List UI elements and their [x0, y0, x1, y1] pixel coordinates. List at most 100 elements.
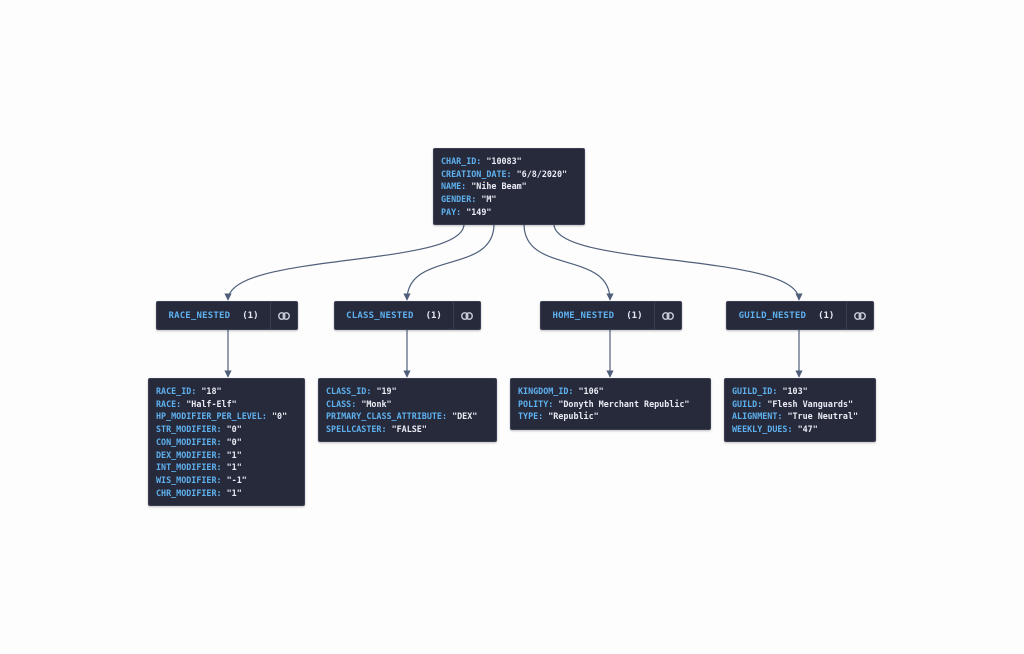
- race-row: HP_MODIFIER_PER_LEVEL: "0": [156, 410, 297, 423]
- group-toggle[interactable]: HOME_NESTED (1): [541, 302, 654, 329]
- group-count: (1): [242, 310, 259, 321]
- home-row: TYPE: "Republic": [518, 410, 703, 423]
- field-value: "6/8/2020": [516, 168, 568, 179]
- field-value: "103": [782, 386, 808, 396]
- group-label: RACE_NESTED: [168, 310, 231, 321]
- field-key: KINGDOM_ID:: [518, 386, 574, 396]
- field-key: TYPE:: [518, 411, 544, 422]
- link-icon[interactable]: [270, 302, 297, 329]
- field-key: STR_MODIFIER:: [156, 424, 222, 435]
- field-value: "1": [226, 449, 242, 460]
- field-key: WEEKLY_DUES:: [732, 424, 793, 435]
- class-row: PRIMARY_CLASS_ATTRIBUTE: "DEX": [326, 410, 489, 423]
- edge-root-home: [523, 223, 614, 301]
- race-row: RACE_ID: "18": [156, 385, 297, 398]
- group-label: CLASS_NESTED: [346, 310, 414, 321]
- link-icon[interactable]: [846, 302, 873, 329]
- group-toggle[interactable]: CLASS_NESTED (1): [335, 302, 453, 329]
- field-value: "FALSE": [391, 424, 427, 435]
- group-guild-nested[interactable]: GUILD_NESTED (1): [726, 301, 874, 330]
- root-row: NAME: "Nihe Beam": [441, 180, 577, 193]
- field-key: GUILD:: [732, 398, 763, 409]
- root-row: GENDER: "M": [441, 193, 577, 206]
- link-icon[interactable]: [453, 302, 480, 329]
- field-value: "106": [578, 386, 604, 396]
- field-value: "-1": [226, 474, 247, 485]
- edge-root-class: [403, 223, 495, 301]
- race-row: RACE: "Half-Elf": [156, 398, 297, 411]
- race-row: CON_MODIFIER: "0": [156, 436, 297, 449]
- field-value: "Half-Elf": [186, 398, 237, 409]
- group-count: (1): [626, 310, 643, 321]
- field-value: "10083": [486, 156, 522, 166]
- field-value: "Donyth Merchant Republic": [558, 398, 690, 409]
- root-node[interactable]: CHAR_ID: "10083" CREATION_DATE: "6/8/202…: [433, 148, 585, 225]
- field-key: CHAR_ID:: [441, 156, 482, 166]
- edge-root-guild: [553, 223, 803, 301]
- link-icon[interactable]: [654, 302, 681, 329]
- guild-node[interactable]: GUILD_ID: "103" GUILD: "Flesh Vanguards"…: [724, 378, 876, 442]
- field-key: HP_MODIFIER_PER_LEVEL:: [156, 411, 267, 422]
- field-value: "Flesh Vanguards": [767, 398, 854, 409]
- field-value: "Republic": [548, 411, 599, 422]
- field-key: CLASS_ID:: [326, 386, 372, 396]
- race-row: STR_MODIFIER: "0": [156, 423, 297, 436]
- field-value: "Monk": [361, 398, 392, 409]
- class-row: SPELLCASTER: "FALSE": [326, 423, 489, 436]
- root-row: CREATION_DATE: "6/8/2020": [441, 168, 577, 181]
- field-key: PRIMARY_CLASS_ATTRIBUTE:: [326, 411, 448, 422]
- field-value: "0": [271, 411, 288, 422]
- group-toggle[interactable]: GUILD_NESTED (1): [727, 302, 846, 329]
- group-label: GUILD_NESTED: [738, 310, 807, 321]
- field-key: DEX_MODIFIER:: [156, 449, 222, 460]
- field-key: ALIGNMENT:: [732, 411, 783, 422]
- group-class-nested[interactable]: CLASS_NESTED (1): [334, 301, 481, 330]
- field-value: "DEX": [452, 411, 478, 422]
- class-row: CLASS: "Monk": [326, 398, 489, 411]
- field-value: "18": [201, 386, 222, 396]
- field-value: "47": [797, 424, 818, 435]
- field-value: "1": [226, 462, 242, 473]
- field-key: RACE_ID:: [156, 386, 197, 396]
- home-node[interactable]: KINGDOM_ID: "106" POLITY: "Donyth Mercha…: [510, 378, 711, 430]
- home-row: KINGDOM_ID: "106": [518, 385, 703, 398]
- field-value: "149": [466, 206, 492, 217]
- field-key: CHR_MODIFIER:: [156, 487, 222, 498]
- group-count: (1): [425, 310, 442, 321]
- home-row: POLITY: "Donyth Merchant Republic": [518, 398, 703, 411]
- race-row: WIS_MODIFIER: "-1": [156, 474, 297, 487]
- group-home-nested[interactable]: HOME_NESTED (1): [540, 301, 682, 330]
- field-value: "True Neutral": [787, 411, 859, 422]
- field-key: GUILD_ID:: [732, 386, 778, 396]
- field-key: SPELLCASTER:: [326, 424, 387, 435]
- field-value: "Nihe Beam": [471, 181, 527, 192]
- guild-row: WEEKLY_DUES: "47": [732, 423, 868, 436]
- guild-row: GUILD_ID: "103": [732, 385, 868, 398]
- guild-row: ALIGNMENT: "True Neutral": [732, 410, 868, 423]
- field-value: "0": [226, 424, 242, 435]
- race-row: INT_MODIFIER: "1": [156, 461, 297, 474]
- field-key: CLASS:: [326, 398, 357, 409]
- race-row: CHR_MODIFIER: "1": [156, 487, 297, 500]
- class-node[interactable]: CLASS_ID: "19" CLASS: "Monk" PRIMARY_CLA…: [318, 378, 497, 442]
- field-value: "19": [376, 386, 397, 396]
- group-toggle[interactable]: RACE_NESTED (1): [157, 302, 270, 329]
- class-row: CLASS_ID: "19": [326, 385, 489, 398]
- edge-root-race: [224, 223, 465, 301]
- field-key: RACE:: [156, 398, 182, 409]
- field-value: "0": [226, 436, 242, 447]
- group-race-nested[interactable]: RACE_NESTED (1): [156, 301, 298, 330]
- root-row: CHAR_ID: "10083": [441, 155, 577, 168]
- field-value: "1": [226, 487, 242, 498]
- field-key: WIS_MODIFIER:: [156, 474, 222, 485]
- field-key: CREATION_DATE:: [441, 168, 512, 179]
- group-count: (1): [818, 310, 835, 321]
- field-key: GENDER:: [441, 194, 477, 205]
- field-key: POLITY:: [518, 398, 554, 409]
- field-key: PAY:: [441, 206, 462, 217]
- race-node[interactable]: RACE_ID: "18" RACE: "Half-Elf" HP_MODIFI…: [148, 378, 305, 506]
- guild-row: GUILD: "Flesh Vanguards": [732, 398, 868, 411]
- field-value: "M": [481, 194, 497, 205]
- race-row: DEX_MODIFIER: "1": [156, 449, 297, 462]
